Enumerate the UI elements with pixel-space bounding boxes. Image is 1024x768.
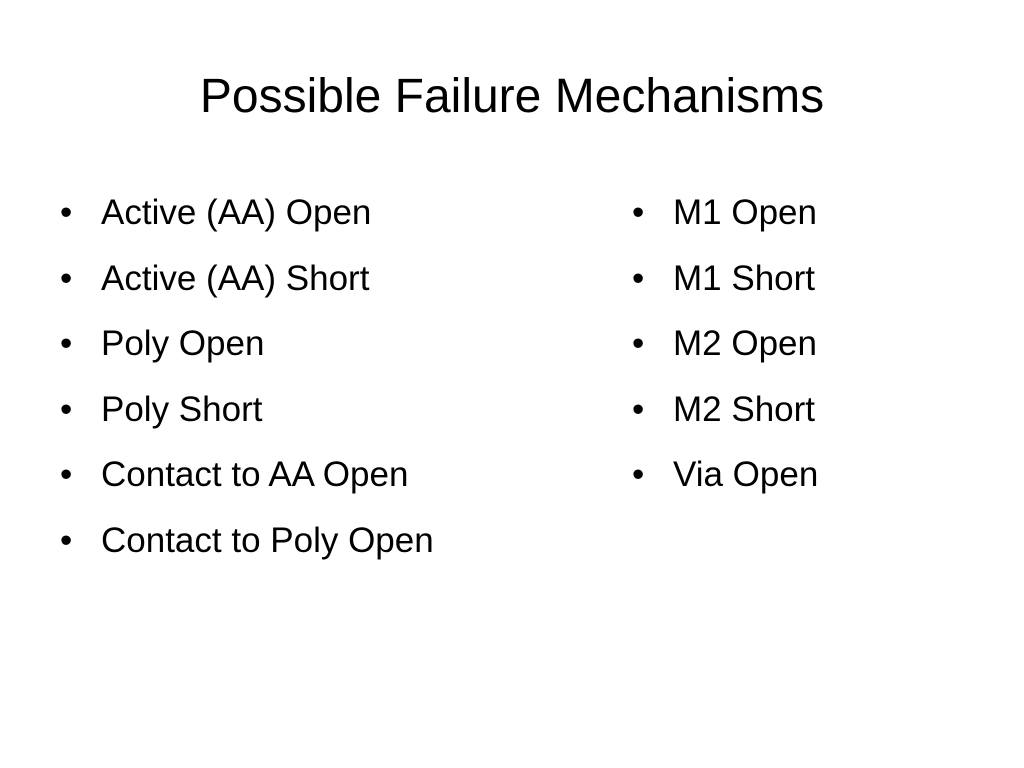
list-item: • Poly Open	[60, 316, 580, 382]
list-item: • Contact to Poly Open	[60, 513, 580, 579]
bullet-icon: •	[60, 193, 73, 232]
list-item: • Active (AA) Short	[60, 251, 580, 317]
list-item: • Via Open	[632, 447, 992, 513]
list-item: • Contact to AA Open	[60, 447, 580, 513]
list-item-text: Poly Short	[101, 389, 263, 429]
list-item-text: Active (AA) Open	[101, 193, 372, 232]
list-item-text: M2 Short	[673, 389, 815, 429]
list-item: • M1 Short	[632, 251, 992, 317]
bullet-icon: •	[632, 258, 645, 298]
slide-title: Possible Failure Mechanisms	[199, 70, 825, 123]
list-item: • Poly Short	[60, 382, 580, 448]
list-item: • Active (AA) Open	[60, 185, 580, 251]
bullet-icon: •	[632, 324, 645, 363]
bullet-icon: •	[60, 455, 73, 494]
left-bullet-list: • Active (AA) Open • Active (AA) Short •…	[60, 185, 580, 578]
list-item: • M1 Open	[632, 185, 992, 251]
list-item-text: Via Open	[673, 455, 819, 494]
bullet-icon: •	[60, 324, 73, 363]
right-bullet-list: • M1 Open • M1 Short • M2 Open • M2 Shor…	[632, 185, 992, 513]
bullet-icon: •	[632, 389, 645, 429]
list-item-text: M1 Short	[673, 258, 815, 298]
bullet-icon: •	[632, 193, 645, 232]
bullet-icon: •	[60, 258, 73, 298]
bullet-icon: •	[632, 455, 645, 494]
list-item: • M2 Short	[632, 382, 992, 448]
bullet-icon: •	[60, 389, 73, 429]
list-item-text: Active (AA) Short	[101, 258, 370, 298]
list-item-text: Poly Open	[101, 324, 265, 363]
list-item: • M2 Open	[632, 316, 992, 382]
list-item-text: M1 Open	[673, 193, 817, 232]
list-item-text: M2 Open	[673, 324, 817, 363]
list-item-text: Contact to AA Open	[101, 455, 409, 494]
bullet-icon: •	[60, 520, 73, 560]
list-item-text: Contact to Poly Open	[101, 520, 434, 560]
